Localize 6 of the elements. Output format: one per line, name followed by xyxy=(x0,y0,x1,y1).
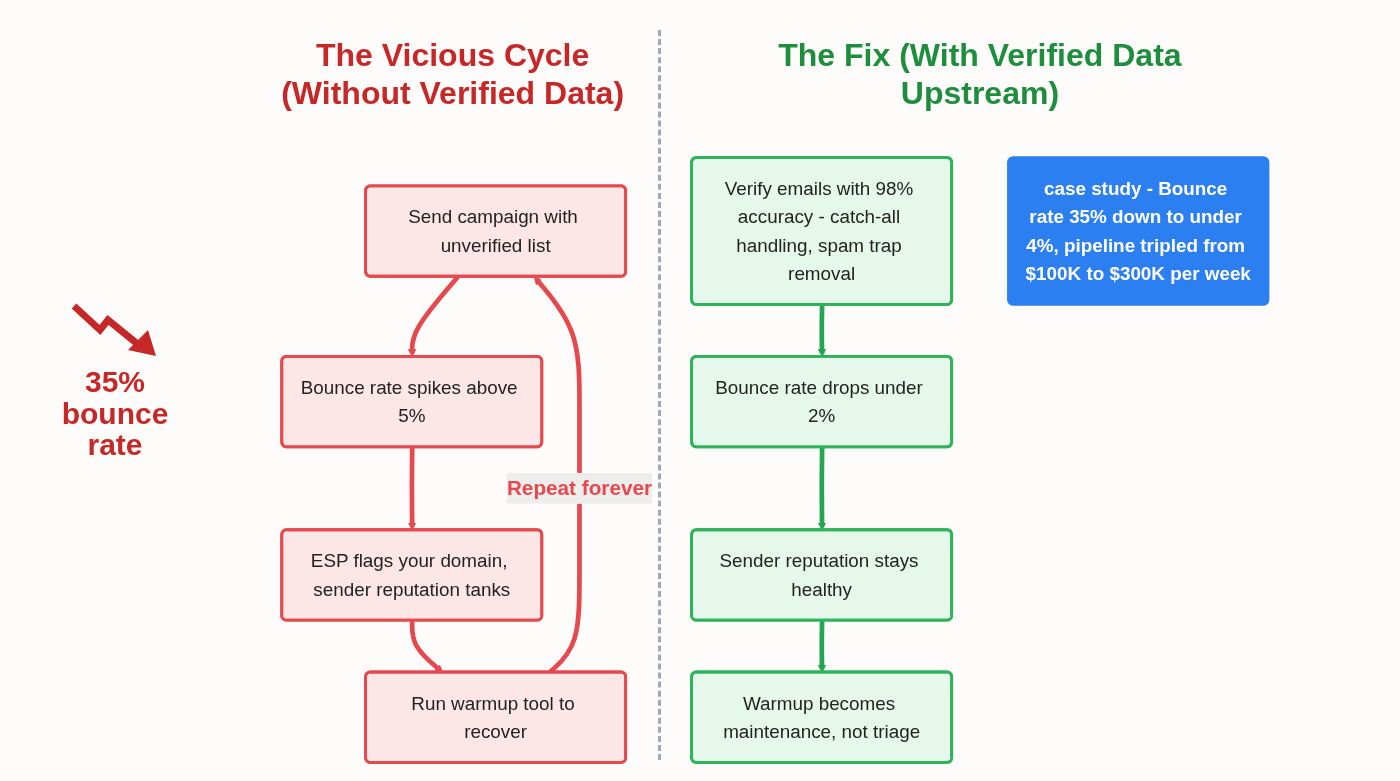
edge-label: Repeat forever xyxy=(506,476,653,501)
arrow xyxy=(817,620,827,673)
panel-heading: The Fix (With Verified Data Upstream) xyxy=(777,36,1183,113)
panel-heading: The Vicious Cycle (Without Verified Data) xyxy=(280,36,626,113)
arrow xyxy=(409,620,444,673)
stat-text: 35% bounce rate xyxy=(60,366,170,461)
